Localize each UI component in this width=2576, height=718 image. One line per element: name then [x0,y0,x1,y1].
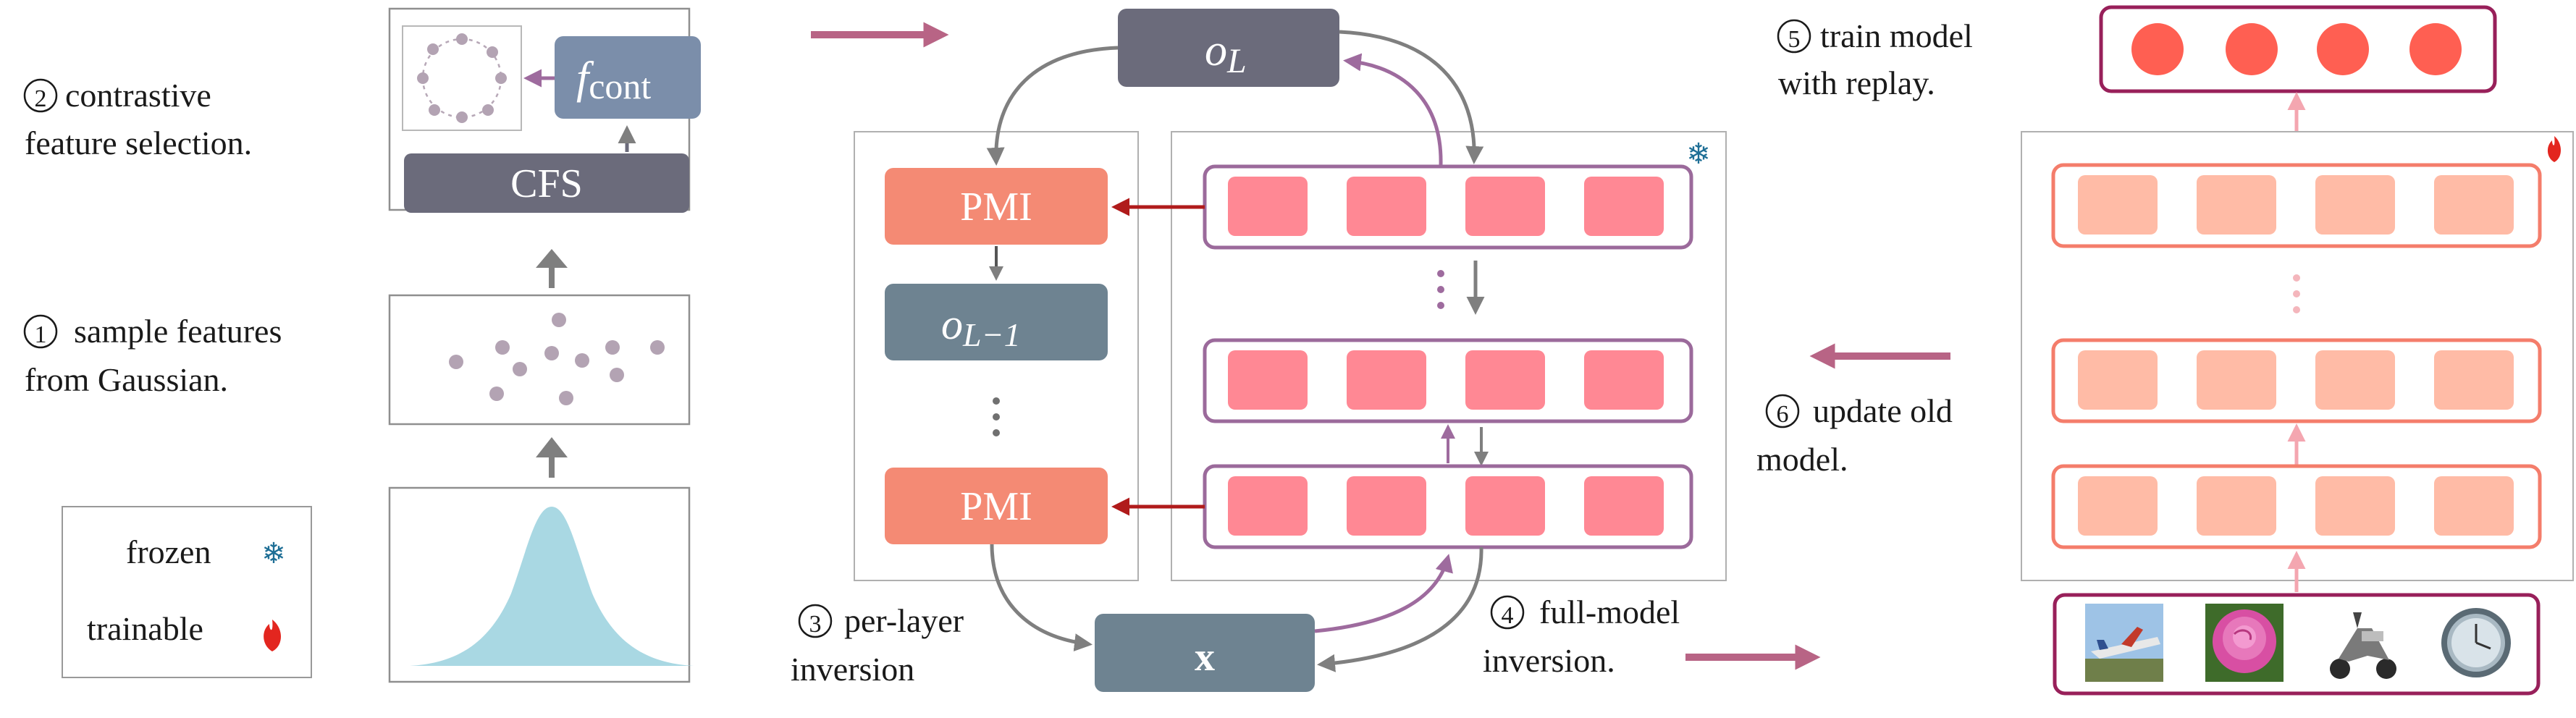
svg-text:3: 3 [809,611,822,638]
flame-icon [264,620,281,651]
step5-label: 5 train model with replay. [1777,17,1973,101]
svg-text:5: 5 [1788,26,1801,53]
svg-text:fcont: fcont [576,54,651,106]
svg-text:per-layer: per-layer [844,602,964,639]
svg-text:4: 4 [1502,602,1514,629]
step2-label: 2 contrastive feature selection. [23,77,252,161]
svg-text:x: x [1195,635,1215,680]
svg-text:oL−1: oL−1 [941,300,1021,353]
f-cont-block [555,36,701,119]
frozen-row-bottom [1203,464,1693,549]
svg-text:2: 2 [35,85,47,112]
svg-text:with replay.: with replay. [1778,64,1935,101]
svg-text:trainable: trainable [87,610,203,647]
svg-text:1: 1 [35,321,47,348]
svg-text:update old: update old [1813,392,1953,429]
svg-text:from Gaussian.: from Gaussian. [25,361,228,398]
svg-text:oL: oL [1205,26,1247,80]
sampled-features-box [388,294,691,426]
o-L-minus-1-block [885,284,1108,360]
trainable-row-bottom [2051,464,2542,549]
legend: frozen ❄ trainable [62,506,312,678]
step6-label: 6 update old model. [1756,392,1953,478]
step4-label: 4 full-model inversion. [1483,594,1680,679]
svg-text:sample features: sample features [74,313,282,350]
pmi-top-block [885,168,1108,245]
svg-text:inversion.: inversion. [1483,642,1615,679]
snowflake-icon: ❄ [1686,138,1711,170]
trainable-row-top [2051,163,2542,248]
frozen-row-middle [1203,338,1693,423]
cfs-block [404,153,689,213]
snowflake-icon: ❄ [261,537,286,570]
svg-text:train model: train model [1820,17,1973,54]
flame-icon [2547,136,2561,162]
clock-image [2437,604,2515,682]
step1-label: 1 sample features from Gaussian. [23,313,282,398]
step3-label: 3 per-layer inversion [791,602,964,688]
trainable-row-middle [2051,338,2542,423]
svg-text:inversion: inversion [791,651,914,688]
input-images [2053,593,2541,696]
pmi-bottom-block [885,468,1108,544]
rose-image [2205,604,2284,682]
svg-text:6: 6 [1777,401,1789,428]
frozen-row-top [1203,164,1693,250]
svg-text:CFS: CFS [510,161,583,206]
x-block [1095,614,1315,692]
gaussian-box [388,486,694,683]
scooter-image [2324,604,2402,682]
gaussian-curve [410,507,694,666]
output-layer [2099,5,2497,93]
svg-text:model.: model. [1756,441,1848,478]
svg-text:contrastive: contrastive [65,77,211,114]
svg-text:feature selection.: feature selection. [25,124,252,161]
o-L-block [1118,9,1339,87]
feature-selection-box: fcont CFS [388,7,701,213]
svg-text:frozen: frozen [126,533,211,570]
svg-text:PMI: PMI [960,185,1032,229]
airplane-image [2085,604,2163,682]
svg-text:full-model: full-model [1539,594,1680,630]
svg-text:PMI: PMI [960,484,1032,529]
